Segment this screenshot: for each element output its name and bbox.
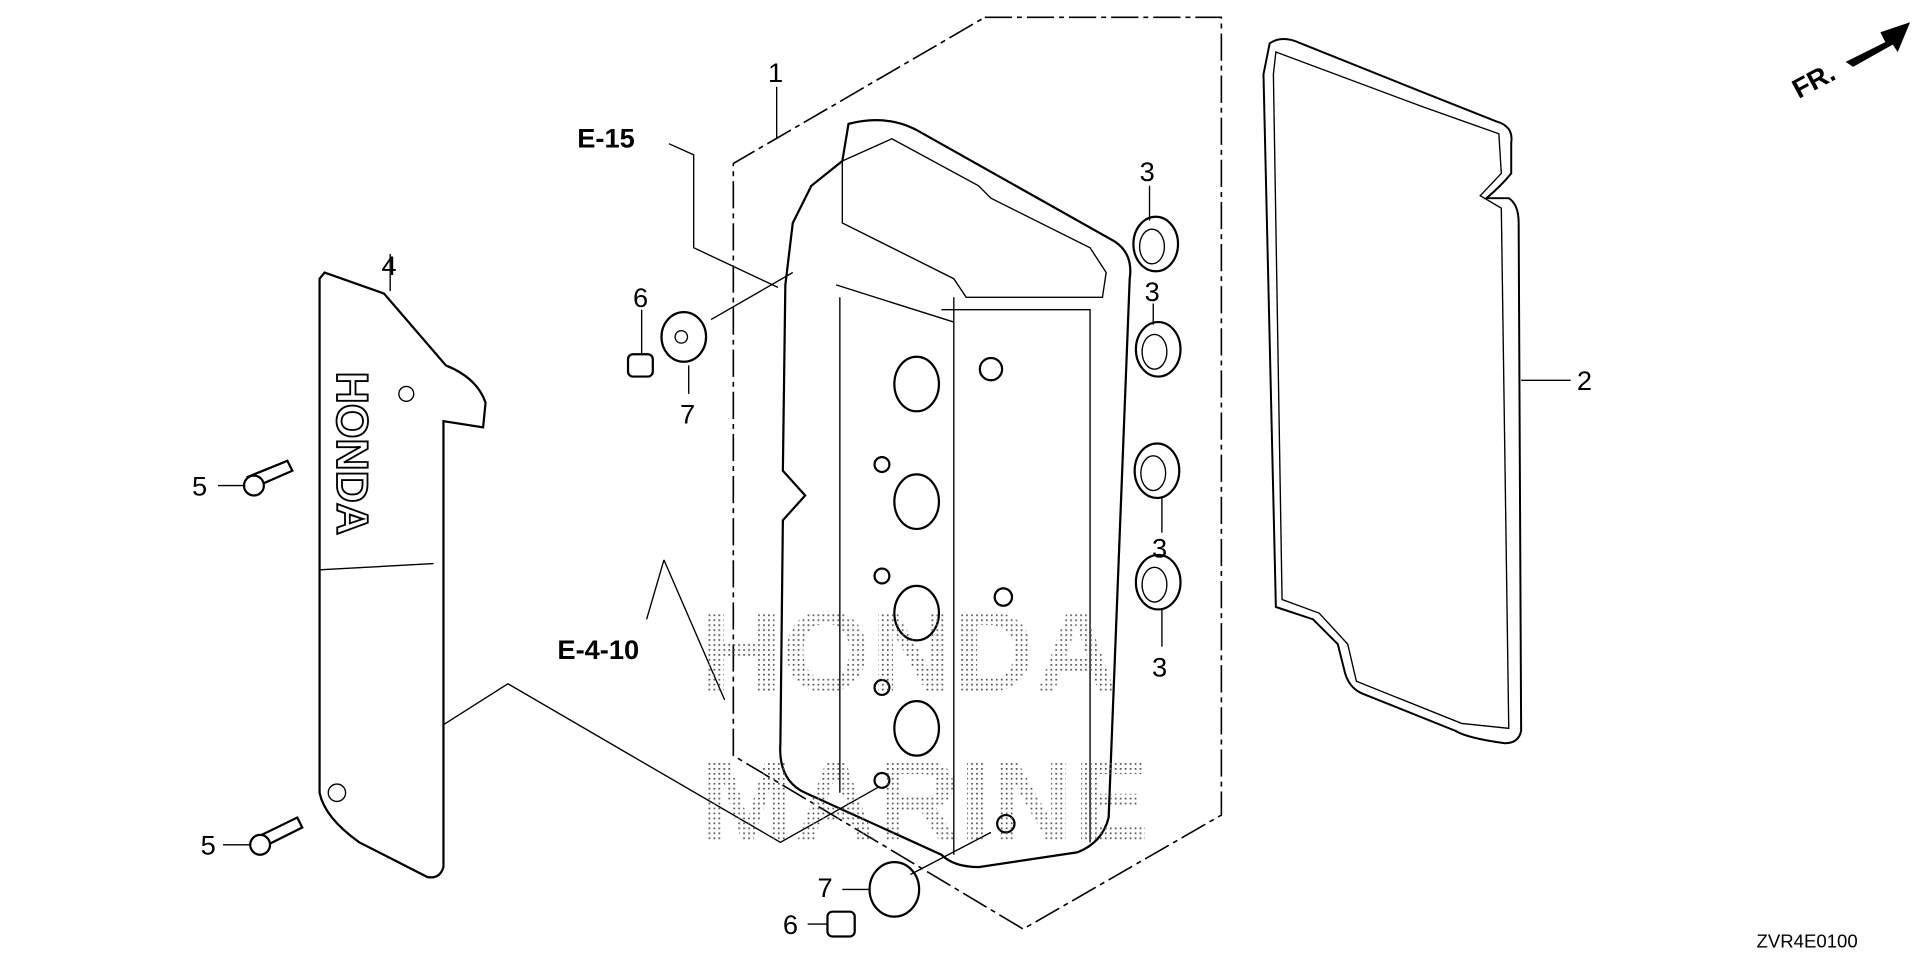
head-cover-gasket [1262, 38, 1523, 745]
callout-5a: 5 [192, 470, 207, 501]
front-direction-indicator: FR. [1787, 22, 1911, 104]
callout-2: 2 [1577, 365, 1592, 396]
watermark-line-2: MARINE [700, 738, 1149, 865]
callout-3b: 3 [1145, 276, 1160, 307]
front-label: FR. [1787, 56, 1840, 104]
spark-plug-bosses [873, 355, 1016, 834]
reference-link-e-4-10[interactable]: E-4-10 [557, 634, 639, 665]
diagram-code: ZVR4E0100 [1756, 931, 1857, 952]
callout-3a: 3 [1140, 156, 1155, 187]
head-cover [779, 119, 1132, 869]
callout-4: 4 [382, 250, 397, 281]
cover-logo: HONDA [327, 372, 376, 535]
callout-1: 1 [768, 57, 783, 88]
callout-7a: 7 [680, 399, 695, 430]
plug-hole-seals [1132, 215, 1182, 611]
callout-3d: 3 [1152, 651, 1167, 682]
cover-plate: HONDA [318, 271, 487, 879]
callout-5b: 5 [201, 830, 216, 861]
reference-labels[interactable]: E-15 E-4-10 [557, 122, 639, 665]
watermark: HONDA MARINE [700, 589, 1149, 865]
callout-3c: 3 [1152, 532, 1167, 563]
assembly-outline [732, 16, 1223, 930]
reference-link-e-15[interactable]: E-15 [577, 122, 635, 153]
front-arrow-icon [1845, 22, 1911, 67]
callout-6a: 6 [633, 282, 648, 313]
callout-numbers: 1 2 3 3 3 3 4 5 5 6 6 7 7 [192, 57, 1592, 940]
callout-7b: 7 [818, 872, 833, 903]
callout-6b: 6 [783, 909, 798, 940]
bolts [242, 459, 304, 856]
nuts-and-grommets [626, 311, 921, 938]
watermark-line-1: HONDA [700, 589, 1118, 716]
leader-lines [218, 86, 1571, 925]
